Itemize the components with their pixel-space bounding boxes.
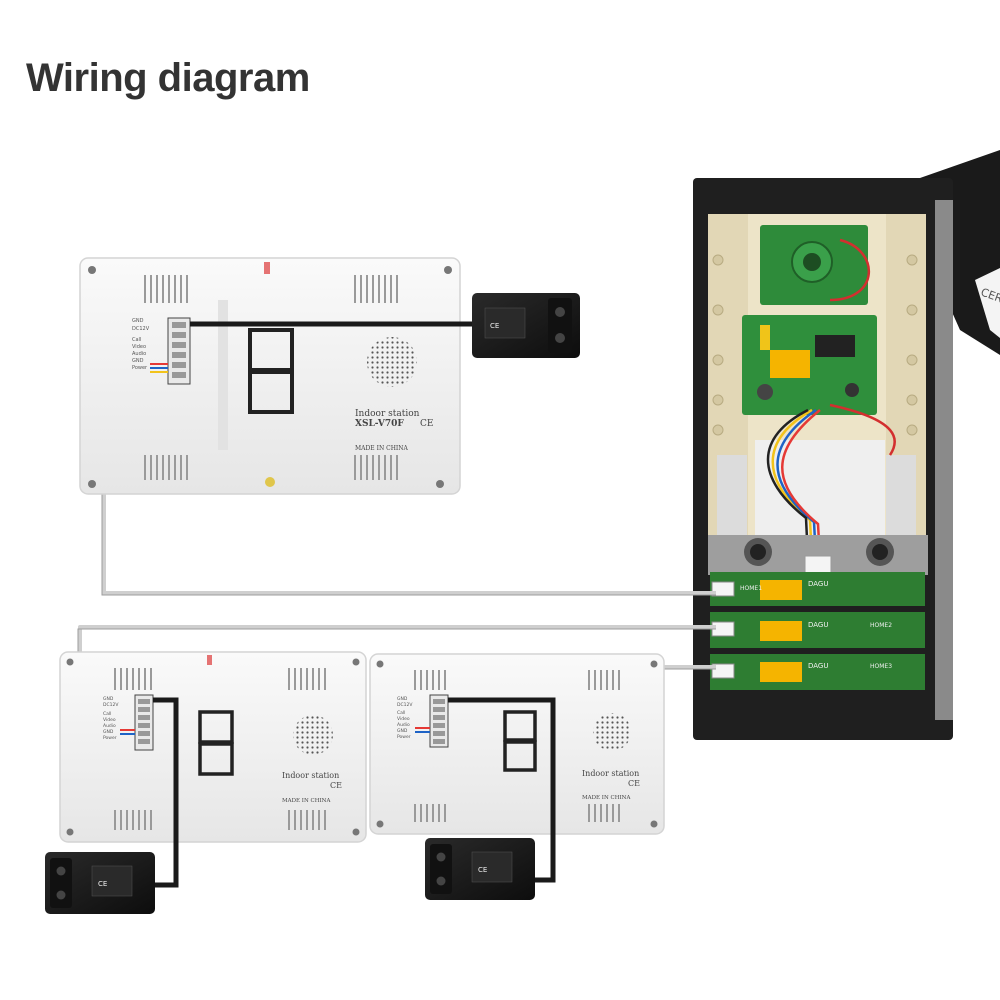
m1-origin: MADE IN CHINA xyxy=(355,445,409,452)
m2-terminal-5: GND xyxy=(103,729,114,735)
relay xyxy=(770,350,810,378)
home-module-3: DAGU HOME3 xyxy=(710,654,925,690)
adapter1-ce: CE xyxy=(490,322,499,330)
home3-connector[interactable] xyxy=(711,663,735,679)
home-module-2: DAGU HOME2 xyxy=(710,612,925,648)
power-cable-2 xyxy=(150,697,179,888)
adapter3-ce: CE xyxy=(478,866,487,874)
m1-model: XSL-V70F xyxy=(355,419,404,429)
home-module-2-port: HOME2 xyxy=(870,622,892,629)
home-module-1-brand: DAGU xyxy=(808,580,828,588)
m1-terminal-1: DC12V xyxy=(132,326,150,332)
m1-terminal-0: GND xyxy=(132,318,144,324)
m3-terminal-0: GND xyxy=(397,696,408,702)
m2-origin: MADE IN CHINA xyxy=(282,798,331,804)
home1-connector[interactable] xyxy=(711,581,735,597)
m1-terminal-2: Call xyxy=(132,337,141,343)
home-module-3-port: HOME3 xyxy=(870,663,892,670)
m2-terminal-1: DC12V xyxy=(103,702,119,708)
m1-terminal-5: GND xyxy=(132,358,144,364)
m3-terminal-2: Call xyxy=(397,710,405,716)
m1-terminal-6: Power xyxy=(132,365,148,371)
m3-ce: CE xyxy=(628,779,640,788)
home-module-2-brand: DAGU xyxy=(808,621,828,629)
m1-terminal-4: Audio xyxy=(132,351,146,357)
m3-terminal-4: Audio xyxy=(397,722,410,728)
power-adapter-1: CE xyxy=(472,293,580,358)
adapter2-ce: CE xyxy=(98,880,107,888)
home-module-1: DAGU HOME1 xyxy=(710,572,925,606)
m1-terminal-3: Video xyxy=(132,344,146,350)
m2-terminal-3: Video xyxy=(103,717,116,723)
m1-label: Indoor station xyxy=(355,409,420,419)
power-cable-3 xyxy=(448,697,556,883)
power-adapter-3: CE xyxy=(425,838,535,900)
m2-terminal-2: Call xyxy=(103,711,111,717)
m2-terminal-4: Audio xyxy=(103,723,116,729)
m2-terminal-6: Power xyxy=(103,735,117,741)
m2-label: Indoor station xyxy=(282,771,339,780)
home-module-1-port: HOME1 xyxy=(740,585,762,592)
m3-terminal-6: Power xyxy=(397,734,411,740)
m3-terminal-3: Video xyxy=(397,716,410,722)
m3-origin: MADE IN CHINA xyxy=(582,795,631,801)
m1-ce: CE xyxy=(420,419,433,429)
diagram-title: Wiring diagram xyxy=(26,56,310,100)
power-adapter-2: CE xyxy=(45,852,155,914)
home-module-3-brand: DAGU xyxy=(808,662,828,670)
outdoor-unit: CER xyxy=(693,150,1000,740)
m3-terminal-5: GND xyxy=(397,728,408,734)
m2-terminal-0: GND xyxy=(103,696,114,702)
m3-terminal-1: DC12V xyxy=(397,702,413,708)
m3-label: Indoor station xyxy=(582,769,639,778)
m2-ce: CE xyxy=(330,781,342,790)
indoor-monitor-3: GND DC12V Call Video Audio GND Power Ind… xyxy=(369,653,665,835)
indoor-monitor-2: GND DC12V Call Video Audio GND Power Ind… xyxy=(59,651,367,843)
indoor-monitor-1: GND DC12V Call Video Audio GND Power Ind… xyxy=(79,257,461,495)
